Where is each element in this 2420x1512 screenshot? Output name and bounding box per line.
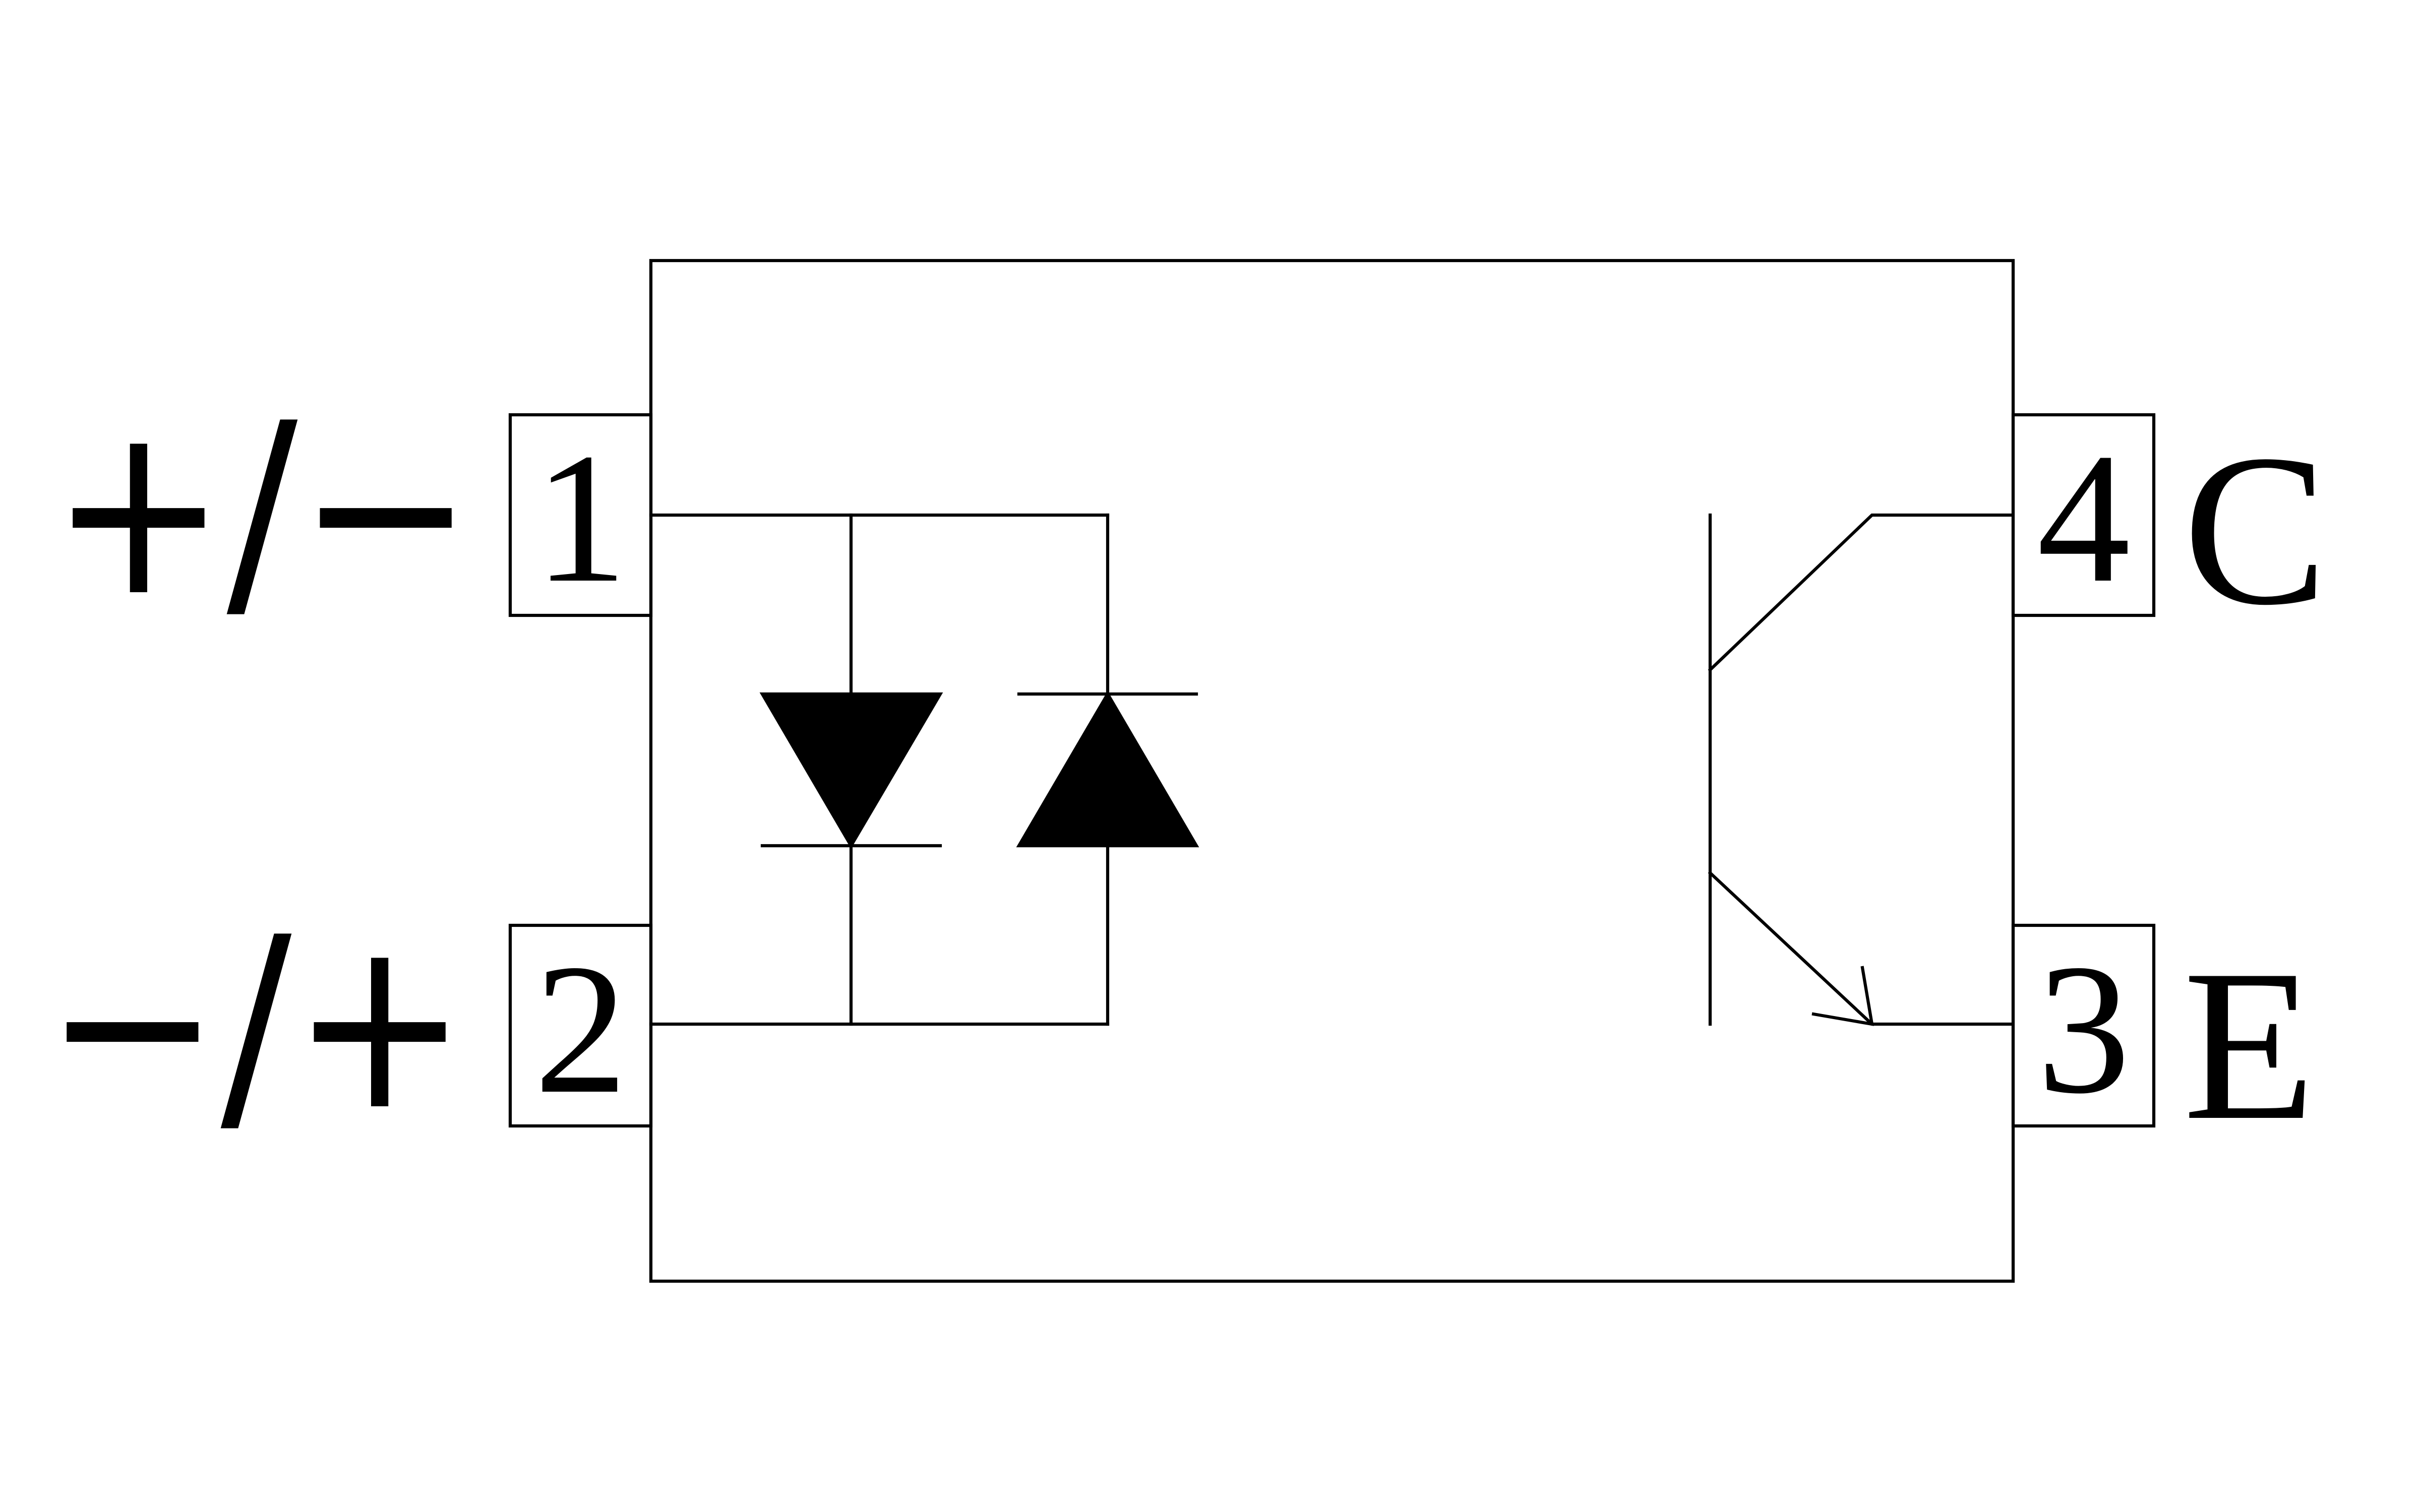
- led-1-down: [759, 513, 943, 1026]
- transistor-collector-lead: [1708, 513, 2015, 672]
- led-1-triangle-icon: [759, 692, 943, 849]
- pin-1-polarity-label: +/−: [50, 372, 474, 648]
- pin-3-box: [2011, 923, 2156, 1128]
- pin-4: 4 C: [2011, 410, 2328, 650]
- led-2-up: [1016, 513, 1199, 1026]
- pin-1-number: 1: [534, 415, 628, 621]
- pin-3: 3 E: [2011, 923, 2316, 1165]
- pin-4-number: 4: [2037, 415, 2131, 621]
- package-outline: [649, 259, 2015, 1283]
- emitter-arrow-icon: [1811, 966, 1874, 1026]
- pin-1: 1 +/−: [50, 372, 653, 648]
- pin-4-box: [2011, 413, 2156, 617]
- pin-2-polarity-label: −/+: [44, 887, 468, 1162]
- pin-1-box: [508, 413, 653, 617]
- pin-3-number: 3: [2037, 926, 2131, 1132]
- led-2-triangle-icon: [1016, 690, 1199, 848]
- pin-2-number: 2: [534, 926, 628, 1132]
- pin-2-box: [508, 923, 653, 1128]
- pin-3-label: E: [2183, 925, 2316, 1165]
- transistor-emitter-lead: [1708, 870, 2015, 1026]
- pin-2: 2 −/+: [44, 887, 653, 1162]
- phototransistor: [1708, 513, 2015, 1026]
- led-pair: [649, 513, 1199, 1026]
- pin-4-label: C: [2183, 410, 2328, 650]
